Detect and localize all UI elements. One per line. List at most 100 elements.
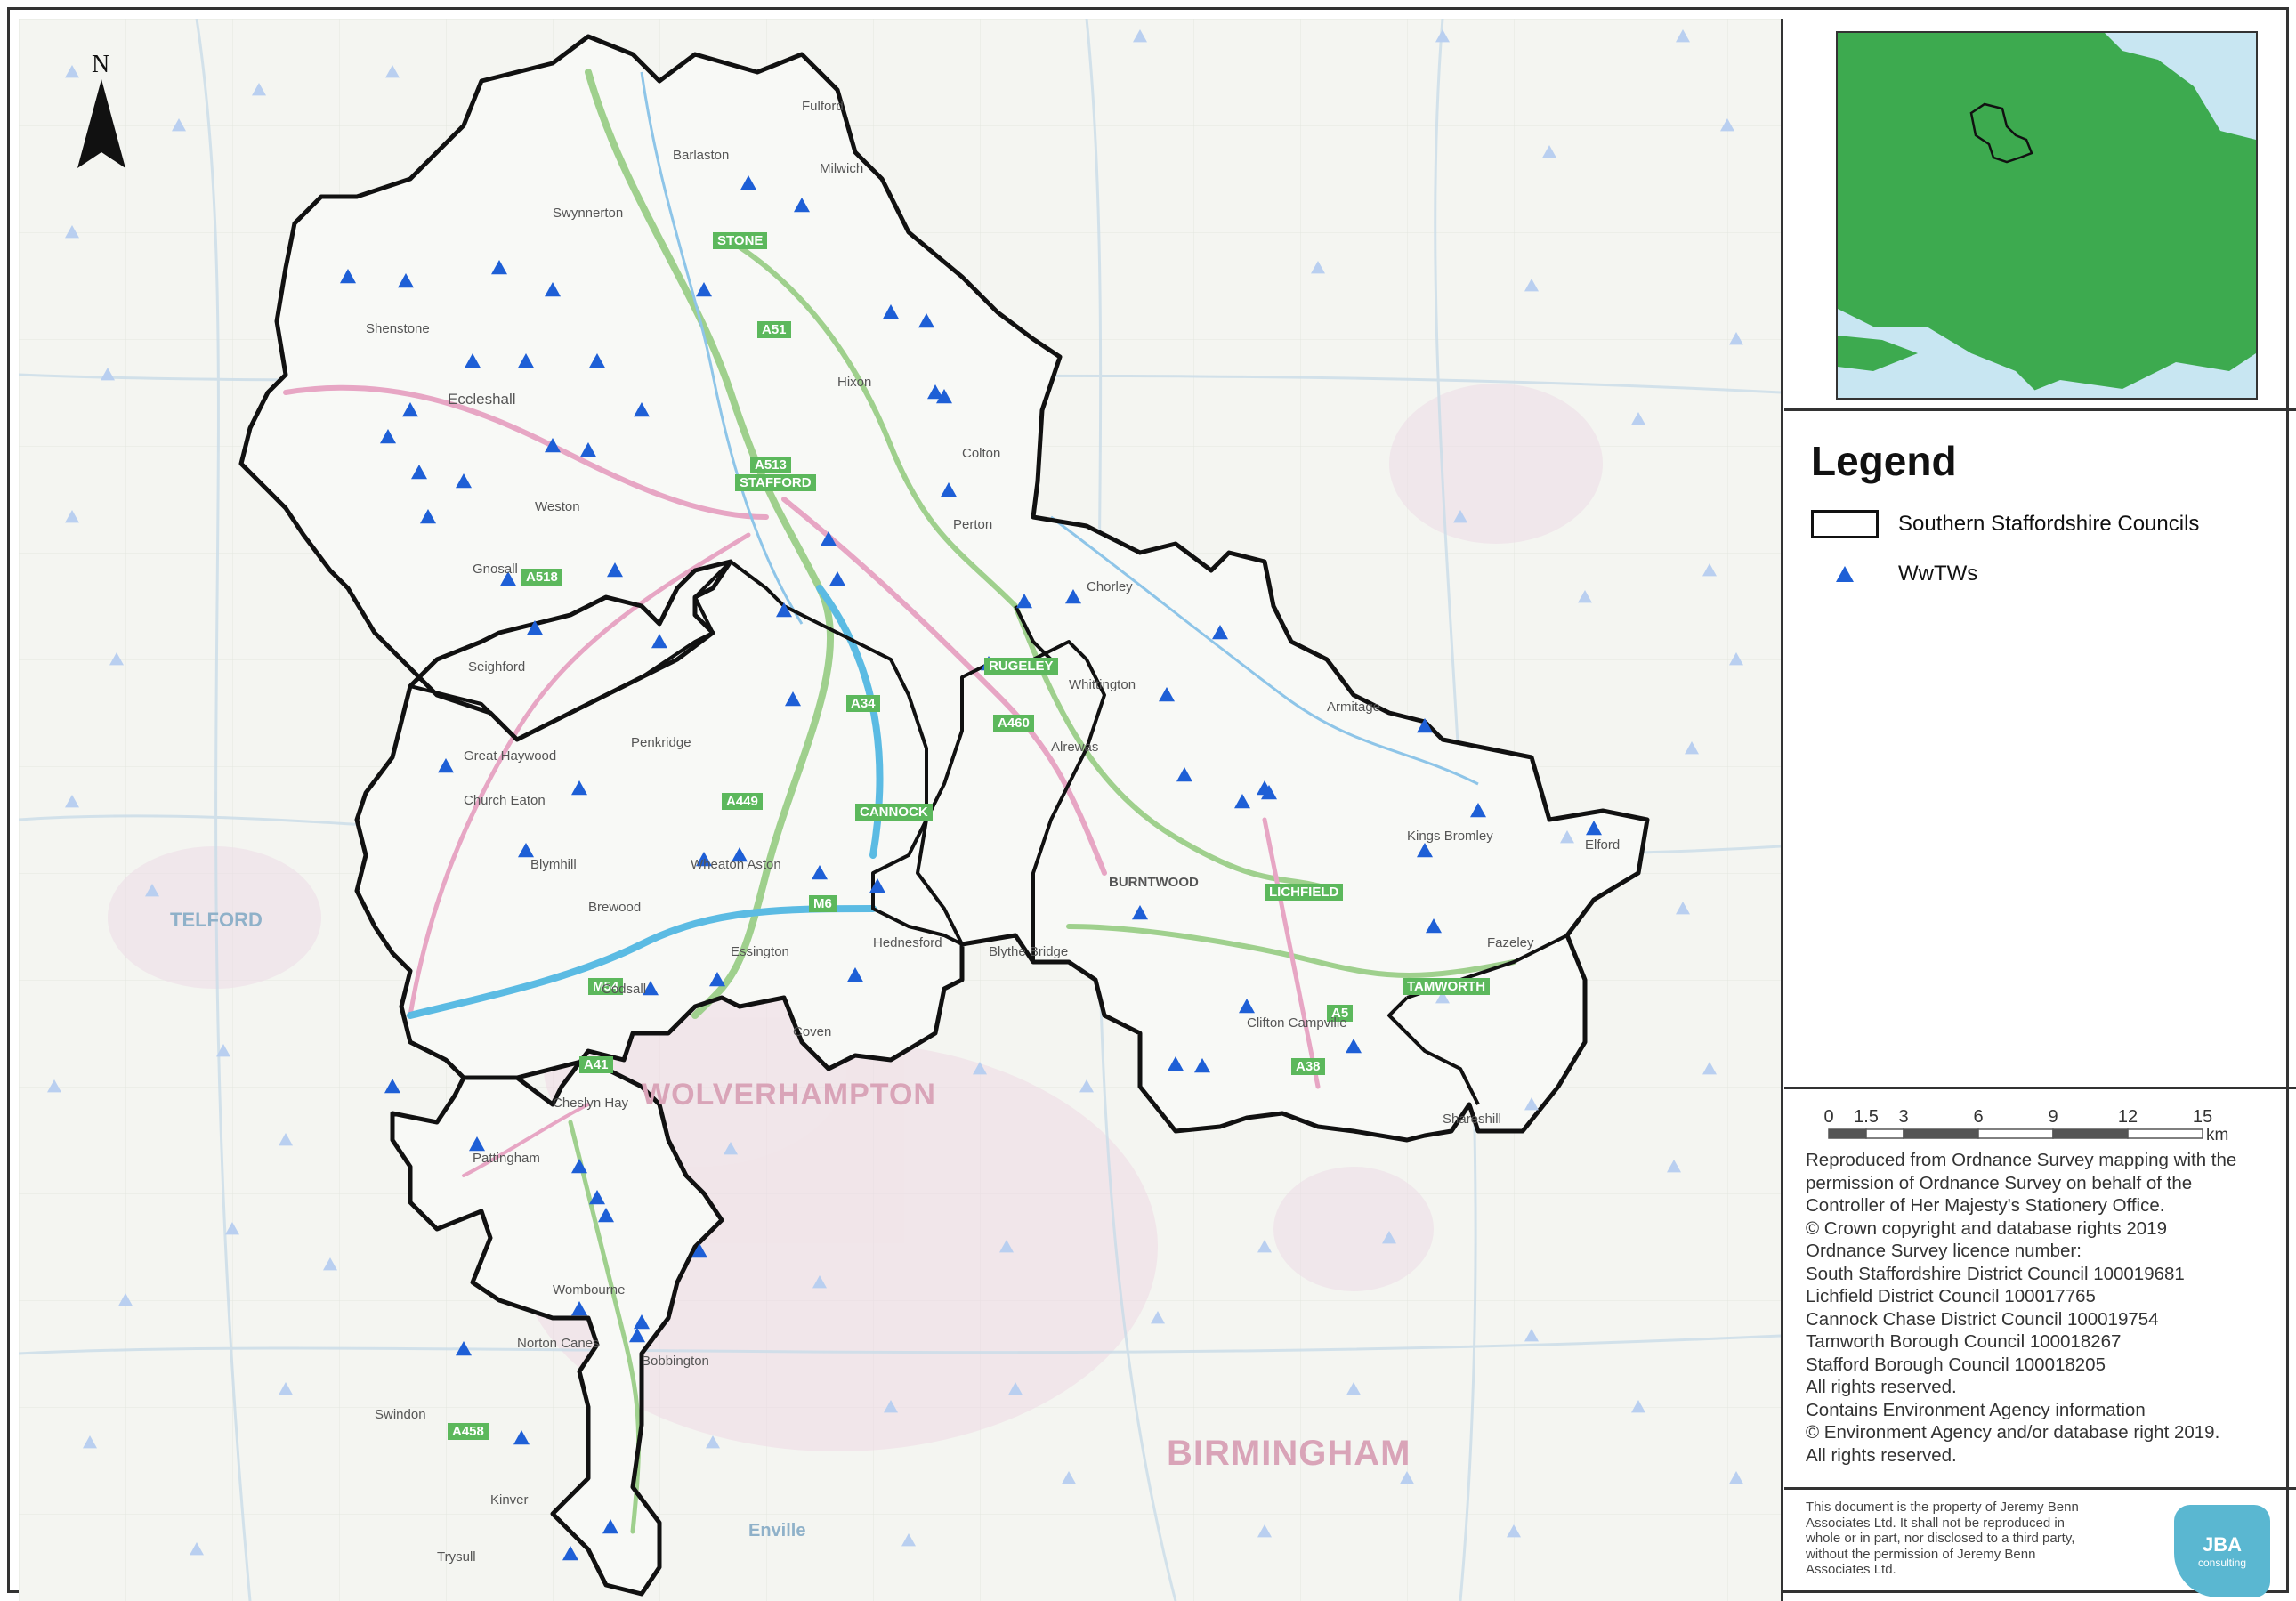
wwtw-marker-faint[interactable] (118, 1293, 133, 1306)
wwtw-marker-faint[interactable] (1729, 1471, 1743, 1484)
wwtw-marker-faint[interactable] (901, 1533, 916, 1547)
wwtw-marker-faint[interactable] (1685, 741, 1699, 755)
main-map[interactable]: N WOLVERHAMPTON BIRMINGHAM TELFORD STAFF… (19, 19, 1783, 1601)
wwtw-marker-faint[interactable] (1382, 1231, 1396, 1244)
wwtw-marker-faint[interactable] (1133, 29, 1147, 43)
wwtw-marker[interactable] (732, 847, 748, 862)
wwtw-marker-faint[interactable] (1524, 279, 1539, 292)
wwtw-marker-faint[interactable] (1346, 1382, 1361, 1395)
wwtw-marker[interactable] (776, 602, 792, 618)
wwtw-marker[interactable] (438, 758, 454, 773)
wwtw-marker[interactable] (607, 562, 623, 578)
wwtw-marker-faint[interactable] (109, 652, 124, 666)
wwtw-marker-faint[interactable] (172, 118, 186, 132)
wwtw-marker-faint[interactable] (1524, 1097, 1539, 1111)
wwtw-marker[interactable] (794, 198, 810, 213)
wwtw-marker-faint[interactable] (1151, 1311, 1165, 1324)
wwtw-marker[interactable] (869, 878, 885, 893)
wwtw-marker[interactable] (1470, 803, 1486, 818)
wwtw-marker-faint[interactable] (47, 1079, 61, 1093)
wwtw-marker[interactable] (1168, 1056, 1184, 1071)
wwtw-marker-faint[interactable] (884, 1400, 898, 1413)
wwtw-marker-faint[interactable] (1631, 412, 1645, 425)
wwtw-marker[interactable] (571, 1159, 587, 1174)
wwtw-marker-faint[interactable] (1720, 118, 1734, 132)
wwtw-marker-faint[interactable] (1560, 830, 1574, 844)
wwtw-marker-faint[interactable] (1257, 1524, 1272, 1538)
wwtw-marker[interactable] (1065, 589, 1081, 604)
wwtw-marker-faint[interactable] (724, 1142, 738, 1155)
wwtw-marker[interactable] (691, 1243, 707, 1258)
wwtw-marker[interactable] (500, 571, 516, 586)
wwtw-marker[interactable] (634, 1314, 650, 1330)
wwtw-marker-faint[interactable] (279, 1382, 293, 1395)
wwtw-marker-faint[interactable] (1079, 1079, 1094, 1093)
wwtw-marker[interactable] (602, 1519, 618, 1534)
wwtw-marker[interactable] (527, 620, 543, 635)
wwtw-marker[interactable] (696, 852, 712, 867)
wwtw-marker-faint[interactable] (1435, 991, 1450, 1004)
wwtw-marker-faint[interactable] (1578, 590, 1592, 603)
wwtw-marker-faint[interactable] (1676, 29, 1690, 43)
wwtw-marker[interactable] (589, 353, 605, 368)
wwtw-marker[interactable] (629, 1328, 645, 1343)
wwtw-marker[interactable] (1239, 999, 1255, 1014)
wwtw-marker-faint[interactable] (190, 1542, 204, 1556)
wwtw-marker[interactable] (1016, 594, 1032, 609)
wwtw-marker-faint[interactable] (1667, 1160, 1681, 1173)
wwtw-marker-faint[interactable] (1729, 332, 1743, 345)
wwtw-marker-faint[interactable] (216, 1044, 230, 1057)
wwtw-marker-faint[interactable] (812, 1275, 827, 1289)
wwtw-marker[interactable] (411, 465, 427, 480)
wwtw-marker[interactable] (1261, 785, 1277, 800)
wwtw-marker-faint[interactable] (1453, 510, 1467, 523)
wwtw-marker[interactable] (1417, 843, 1433, 858)
wwtw-marker-faint[interactable] (1524, 1329, 1539, 1342)
wwtw-marker[interactable] (709, 972, 725, 987)
wwtw-marker-faint[interactable] (1702, 1062, 1717, 1075)
wwtw-marker[interactable] (598, 1208, 614, 1223)
wwtw-marker-faint[interactable] (323, 1257, 337, 1271)
wwtw-marker[interactable] (941, 482, 957, 497)
wwtw-marker[interactable] (380, 429, 396, 444)
wwtw-marker[interactable] (398, 273, 414, 288)
wwtw-marker[interactable] (1346, 1039, 1362, 1054)
wwtw-marker-faint[interactable] (101, 368, 115, 381)
wwtw-marker-faint[interactable] (1507, 1524, 1521, 1538)
wwtw-marker[interactable] (513, 1430, 530, 1445)
wwtw-marker[interactable] (1176, 767, 1192, 782)
wwtw-marker-faint[interactable] (279, 1133, 293, 1146)
wwtw-marker-faint[interactable] (1542, 145, 1556, 158)
wwtw-marker[interactable] (384, 1079, 400, 1094)
wwtw-marker[interactable] (456, 1341, 472, 1356)
wwtw-marker-faint[interactable] (252, 83, 266, 96)
wwtw-marker[interactable] (562, 1546, 578, 1561)
wwtw-marker-faint[interactable] (973, 1062, 987, 1075)
wwtw-marker-faint[interactable] (1702, 563, 1717, 577)
wwtw-marker[interactable] (927, 384, 943, 400)
wwtw-marker-faint[interactable] (83, 1435, 97, 1449)
wwtw-marker-faint[interactable] (1435, 29, 1450, 43)
wwtw-marker[interactable] (643, 981, 659, 996)
wwtw-marker-faint[interactable] (145, 884, 159, 897)
wwtw-marker-faint[interactable] (999, 1240, 1014, 1253)
wwtw-marker-faint[interactable] (65, 225, 79, 239)
wwtw-marker[interactable] (402, 402, 418, 417)
wwtw-marker[interactable] (1159, 687, 1175, 702)
wwtw-marker[interactable] (545, 282, 561, 297)
wwtw-marker-faint[interactable] (1729, 652, 1743, 666)
wwtw-marker-faint[interactable] (385, 65, 400, 78)
wwtw-marker[interactable] (918, 313, 934, 328)
wwtw-marker-faint[interactable] (1676, 902, 1690, 915)
wwtw-marker[interactable] (821, 531, 837, 546)
wwtw-marker[interactable] (518, 843, 534, 858)
wwtw-marker-faint[interactable] (65, 510, 79, 523)
wwtw-marker[interactable] (696, 282, 712, 297)
wwtw-marker[interactable] (465, 353, 481, 368)
wwtw-marker[interactable] (340, 269, 356, 284)
wwtw-marker[interactable] (589, 1190, 605, 1205)
wwtw-marker-faint[interactable] (706, 1435, 720, 1449)
wwtw-marker[interactable] (545, 438, 561, 453)
wwtw-marker[interactable] (580, 442, 596, 457)
wwtw-marker-faint[interactable] (1062, 1471, 1076, 1484)
